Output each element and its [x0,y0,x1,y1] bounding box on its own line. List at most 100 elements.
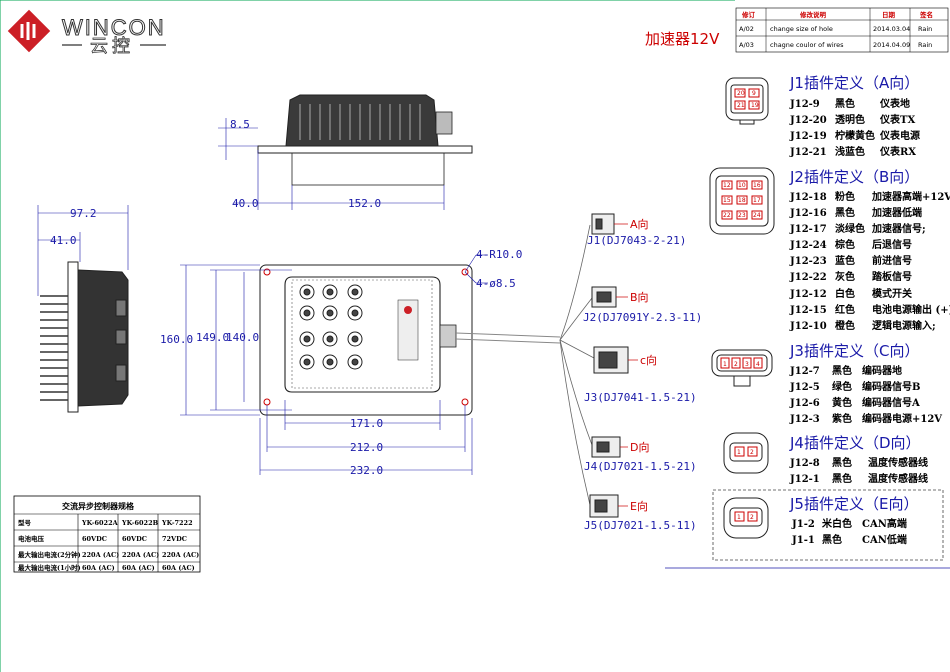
svg-text:逻辑电源输入;: 逻辑电源输入; [872,319,936,332]
dim-97-2: 97.2 [70,207,97,220]
svg-text:220A (AC): 220A (AC) [162,551,199,559]
svg-text:72VDC: 72VDC [162,535,187,543]
wincon-logo: WINCON 云控 [7,9,166,57]
svg-text:15: 15 [723,197,731,204]
svg-text:J12-10: J12-10 [789,321,827,332]
dim-140: 140.0 [226,331,259,344]
dim-212: 212.0 [350,441,383,454]
dim-41: 41.0 [50,234,77,247]
side-view [37,205,129,413]
svg-text:灰色: 灰色 [835,270,855,283]
rev-row-date: 2014.04.09 [873,41,910,49]
dim-r10: 4-R10.0 [476,248,522,261]
harness-connector-j4 [591,436,628,458]
svg-text:220A (AC): 220A (AC) [122,551,159,559]
svg-text:1: 1 [737,449,741,456]
dim-149: 149.0 [196,331,229,344]
svg-text:17: 17 [753,197,761,204]
svg-text:黑色: 黑色 [832,456,852,469]
svg-text:J12-5: J12-5 [789,382,820,393]
svg-text:60A (AC): 60A (AC) [162,564,195,572]
conn-dir: B向 [630,290,649,304]
conn-part: J1(DJ7043-2-21) [587,234,686,247]
rev-row-date: 2014.03.04 [873,25,910,33]
svg-text:4: 4 [756,361,760,368]
svg-text:J12-20: J12-20 [789,115,827,126]
svg-text:温度传感器线: 温度传感器线 [868,456,928,469]
svg-text:J12-1: J12-1 [789,474,820,485]
svg-text:踏板信号: 踏板信号 [872,270,912,283]
svg-text:J12-22: J12-22 [789,272,827,283]
conn-dir: D向 [630,440,649,454]
pin-section-title: J3插件定义（C向） [789,342,919,360]
svg-text:编码器电源+12V: 编码器电源+12V [862,412,942,425]
harness-connector-j1 [591,213,628,235]
svg-text:J1-2: J1-2 [791,519,815,530]
svg-text:60VDC: 60VDC [82,535,107,543]
svg-text:J12-12: J12-12 [789,289,827,300]
svg-text:黄色: 黄色 [832,396,852,409]
svg-text:蓝色: 蓝色 [835,254,855,267]
pin-section-title: J2插件定义（B向） [789,168,919,186]
svg-text:黑色: 黑色 [832,472,852,485]
dim-152: 152.0 [348,197,381,210]
harness-connector-j2 [591,286,628,308]
svg-text:J12-19: J12-19 [789,131,827,142]
svg-text:加速器信号;: 加速器信号; [871,222,926,235]
dim-8-5: 8.5 [230,118,250,131]
svg-text:型号: 型号 [18,518,32,527]
pin-section-title: J5插件定义（E向） [789,495,918,513]
svg-text:23: 23 [738,212,746,219]
harness-wires [559,224,595,506]
logo-brand-en: WINCON [62,15,166,40]
svg-text:20: 20 [737,90,745,97]
svg-text:黑色: 黑色 [832,364,852,377]
svg-text:22: 22 [723,212,731,219]
svg-text:J12-16: J12-16 [789,208,827,219]
svg-text:浅蓝色: 浅蓝色 [835,145,865,158]
top-view [218,94,473,210]
svg-text:3: 3 [745,361,749,368]
svg-text:最大输出电流(2分钟): 最大输出电流(2分钟) [18,550,81,559]
svg-text:CAN低端: CAN低端 [862,533,907,546]
j5-dashed-frame [712,489,944,561]
svg-text:柠檬黄色: 柠檬黄色 [835,129,875,142]
svg-text:J12-24: J12-24 [789,240,827,251]
svg-text:2: 2 [750,449,754,456]
svg-text:仪表TX: 仪表TX [879,113,915,126]
svg-text:绿色: 绿色 [832,380,852,393]
front-view [180,254,561,475]
svg-text:红色: 红色 [835,303,855,316]
svg-text:模式开关: 模式开关 [872,287,912,300]
svg-text:12: 12 [723,182,731,189]
svg-text:J12-21: J12-21 [789,147,827,158]
svg-text:60VDC: 60VDC [122,535,147,543]
dim-171: 171.0 [350,417,383,430]
dim-40: 40.0 [232,197,259,210]
rev-row-rev: A/03 [739,41,754,49]
rev-row-desc: chagne coulor of wires [770,41,844,49]
svg-text:橙色: 橙色 [835,319,855,332]
conn-part: J3(DJ7041-1.5-21) [584,391,697,404]
harness-connector-j5 [589,494,628,518]
svg-text:加速器高端+12V: 加速器高端+12V [871,190,950,203]
conn-part: J5(DJ7021-1.5-11) [584,519,697,532]
svg-text:24: 24 [753,212,761,219]
svg-text:白色: 白色 [835,287,855,300]
svg-text:棕色: 棕色 [834,238,855,251]
svg-text:1: 1 [737,514,741,521]
conn-dir: E向 [630,499,648,513]
svg-text:J12-18: J12-18 [789,192,827,203]
svg-text:10: 10 [738,182,746,189]
svg-text:2: 2 [750,514,754,521]
svg-text:19: 19 [751,102,759,109]
svg-text:18: 18 [738,197,746,204]
rev-header-sign: 签名 [919,10,933,19]
svg-text:J12-23: J12-23 [789,256,827,267]
svg-text:后退信号: 后退信号 [872,238,912,251]
spec-title: 交流异步控制器规格 [62,501,135,511]
svg-text:编码器信号B: 编码器信号B [862,380,920,393]
